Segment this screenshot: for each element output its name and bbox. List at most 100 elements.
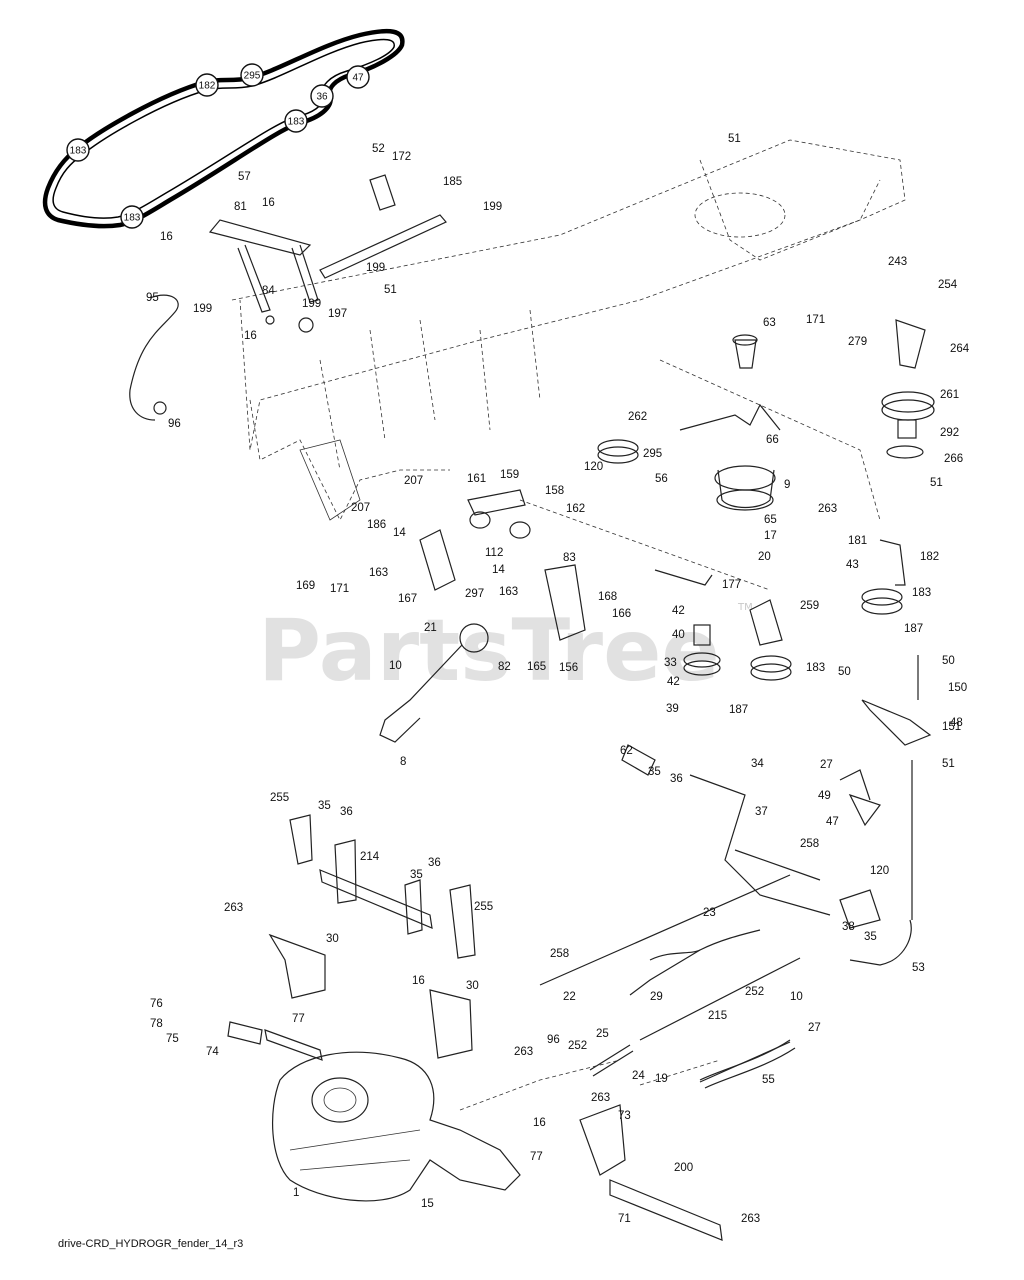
belt-pulley-label: 182 bbox=[199, 81, 216, 92]
part-callout: 48 bbox=[950, 717, 963, 729]
part-callout: 81 bbox=[234, 201, 247, 213]
part-callout: 51 bbox=[728, 133, 741, 145]
part-callout: 263 bbox=[514, 1046, 533, 1058]
part-callout: 75 bbox=[166, 1033, 179, 1045]
part-callout: 74 bbox=[206, 1046, 219, 1058]
part-callout: 27 bbox=[820, 759, 833, 771]
part-callout: 62 bbox=[620, 745, 633, 757]
part-callout: 36 bbox=[340, 806, 353, 818]
part-callout: 214 bbox=[360, 851, 380, 863]
part-callout: 35 bbox=[864, 931, 877, 943]
part-callout: 30 bbox=[466, 980, 479, 992]
part-callout: 261 bbox=[940, 389, 959, 401]
part-callout: 162 bbox=[566, 503, 585, 515]
part-callout: 187 bbox=[904, 623, 923, 635]
part-callout: 16 bbox=[533, 1117, 546, 1129]
part-callout: 57 bbox=[238, 171, 251, 183]
part-callout: 166 bbox=[612, 608, 631, 620]
part-callout: 263 bbox=[741, 1213, 760, 1225]
part-callout: 262 bbox=[628, 411, 647, 423]
part-callout: 47 bbox=[826, 816, 839, 828]
part-callout: 17 bbox=[764, 530, 777, 542]
part-callout: 14 bbox=[393, 527, 406, 539]
drive-belt bbox=[42, 28, 405, 229]
clutch-assembly bbox=[679, 334, 781, 511]
part-callout: 264 bbox=[950, 343, 970, 355]
belt-pulley-label: 183 bbox=[70, 146, 87, 157]
part-callout: 187 bbox=[729, 704, 748, 716]
belt-pulley: 183 bbox=[284, 109, 308, 133]
belt-pulley-label: 295 bbox=[244, 71, 261, 82]
lower-outline bbox=[459, 1059, 721, 1111]
part-callout: 199 bbox=[193, 303, 212, 315]
part-callout: 297 bbox=[465, 588, 484, 600]
belt-pulley-label: 183 bbox=[288, 117, 305, 128]
part-callout: 42 bbox=[672, 605, 685, 617]
part-callout: 35 bbox=[648, 766, 661, 778]
part-callout: 252 bbox=[568, 1040, 587, 1052]
part-callout: 158 bbox=[545, 485, 564, 497]
part-callout: 24 bbox=[632, 1070, 645, 1082]
part-callout: 16 bbox=[412, 975, 425, 987]
trademark: TM bbox=[737, 602, 753, 613]
part-callout: 258 bbox=[800, 838, 819, 850]
part-callout: 63 bbox=[763, 317, 776, 329]
part-callout: 112 bbox=[485, 547, 503, 559]
part-callout: 171 bbox=[330, 583, 349, 595]
part-callout: 199 bbox=[483, 201, 502, 213]
part-callout: 78 bbox=[150, 1018, 163, 1030]
part-callout: 165 bbox=[527, 661, 546, 673]
brake-linkage bbox=[379, 489, 713, 743]
part-callout: 156 bbox=[559, 662, 578, 674]
part-callout: 34 bbox=[751, 758, 764, 770]
part-callout: 16 bbox=[262, 197, 275, 209]
part-callout: 292 bbox=[940, 427, 959, 439]
part-callout: 254 bbox=[938, 279, 958, 291]
part-callout: 29 bbox=[650, 991, 663, 1003]
part-callout: 33 bbox=[664, 657, 677, 669]
part-callout: 172 bbox=[392, 151, 411, 163]
part-callout: 52 bbox=[372, 143, 385, 155]
part-callout: 161 bbox=[467, 473, 486, 485]
part-callout: 82 bbox=[498, 661, 511, 673]
upper-linkage bbox=[129, 174, 447, 421]
part-callout: 159 bbox=[500, 469, 519, 481]
part-callout: 10 bbox=[389, 660, 402, 672]
part-callout: 76 bbox=[150, 998, 163, 1010]
part-callout: 200 bbox=[674, 1162, 693, 1174]
transaxle bbox=[227, 1021, 521, 1202]
part-callout: 83 bbox=[563, 552, 576, 564]
part-callout: 150 bbox=[948, 682, 967, 694]
part-callout: 171 bbox=[806, 314, 825, 326]
part-callout: 73 bbox=[618, 1110, 631, 1122]
part-callout: 39 bbox=[666, 703, 679, 715]
part-callout: 20 bbox=[758, 551, 771, 563]
part-callout: 66 bbox=[766, 434, 779, 446]
part-callout: 37 bbox=[755, 806, 768, 818]
spring-parts bbox=[589, 1041, 791, 1083]
axle-brackets bbox=[268, 814, 476, 1059]
belt-pulley: 183 bbox=[120, 205, 144, 229]
part-callout: 266 bbox=[944, 453, 963, 465]
watermark: PartsTree bbox=[258, 601, 720, 701]
part-callout: 169 bbox=[296, 580, 315, 592]
part-callout: 50 bbox=[838, 666, 851, 678]
part-callout: 252 bbox=[745, 986, 764, 998]
part-callout: 16 bbox=[160, 231, 173, 243]
idler-pulleys bbox=[597, 319, 935, 681]
part-callout: 185 bbox=[443, 176, 462, 188]
belt-pulley: 47 bbox=[346, 65, 370, 89]
part-callout: 181 bbox=[848, 535, 867, 547]
part-callout: 36 bbox=[428, 857, 441, 869]
part-callout: 295 bbox=[643, 448, 662, 460]
part-callout: 279 bbox=[848, 336, 867, 348]
part-callout: 23 bbox=[703, 907, 716, 919]
part-callout: 177 bbox=[722, 579, 741, 591]
belt-pulley: 295 bbox=[240, 63, 264, 87]
chassis-frame bbox=[231, 139, 906, 591]
part-callout: 35 bbox=[318, 800, 331, 812]
part-callout: 183 bbox=[912, 587, 931, 599]
part-callout: 56 bbox=[655, 473, 668, 485]
